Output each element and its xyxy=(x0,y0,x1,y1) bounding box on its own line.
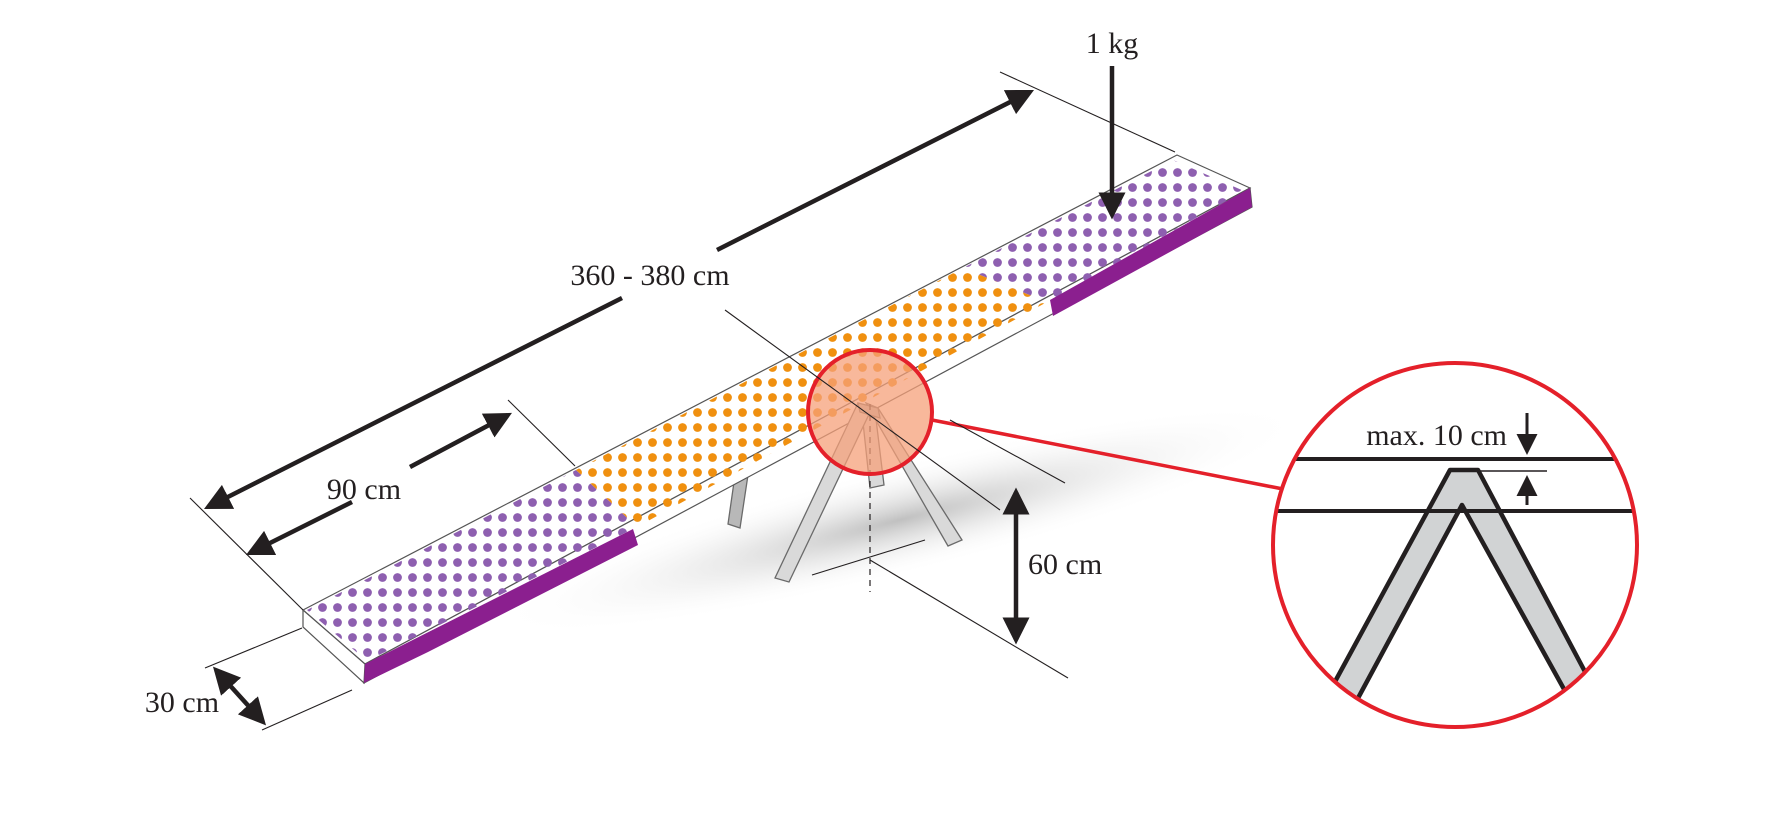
magnifier-connector xyxy=(931,418,1289,492)
ground-shadow xyxy=(492,405,1308,635)
contact-zone-low-side xyxy=(364,529,638,683)
max-gap-label: max. 10 cm xyxy=(1366,419,1507,452)
length-label: 360 - 380 cm xyxy=(570,259,729,292)
contact-zone-label: 90 cm xyxy=(327,473,401,506)
dimension-arrows xyxy=(203,66,1126,726)
contact-zone-low xyxy=(307,470,637,661)
magnifier-spot xyxy=(806,348,934,476)
magnifier-ring xyxy=(1271,361,1639,729)
width-label: 30 cm xyxy=(145,686,219,719)
pivot-detail-zoom: max. 10 cm xyxy=(1271,361,1639,729)
weight-label: 1 kg xyxy=(1086,27,1139,60)
contact-zone-high xyxy=(963,160,1244,302)
height-label: 60 cm xyxy=(1028,548,1102,581)
contact-zone-high-side xyxy=(1050,188,1252,316)
